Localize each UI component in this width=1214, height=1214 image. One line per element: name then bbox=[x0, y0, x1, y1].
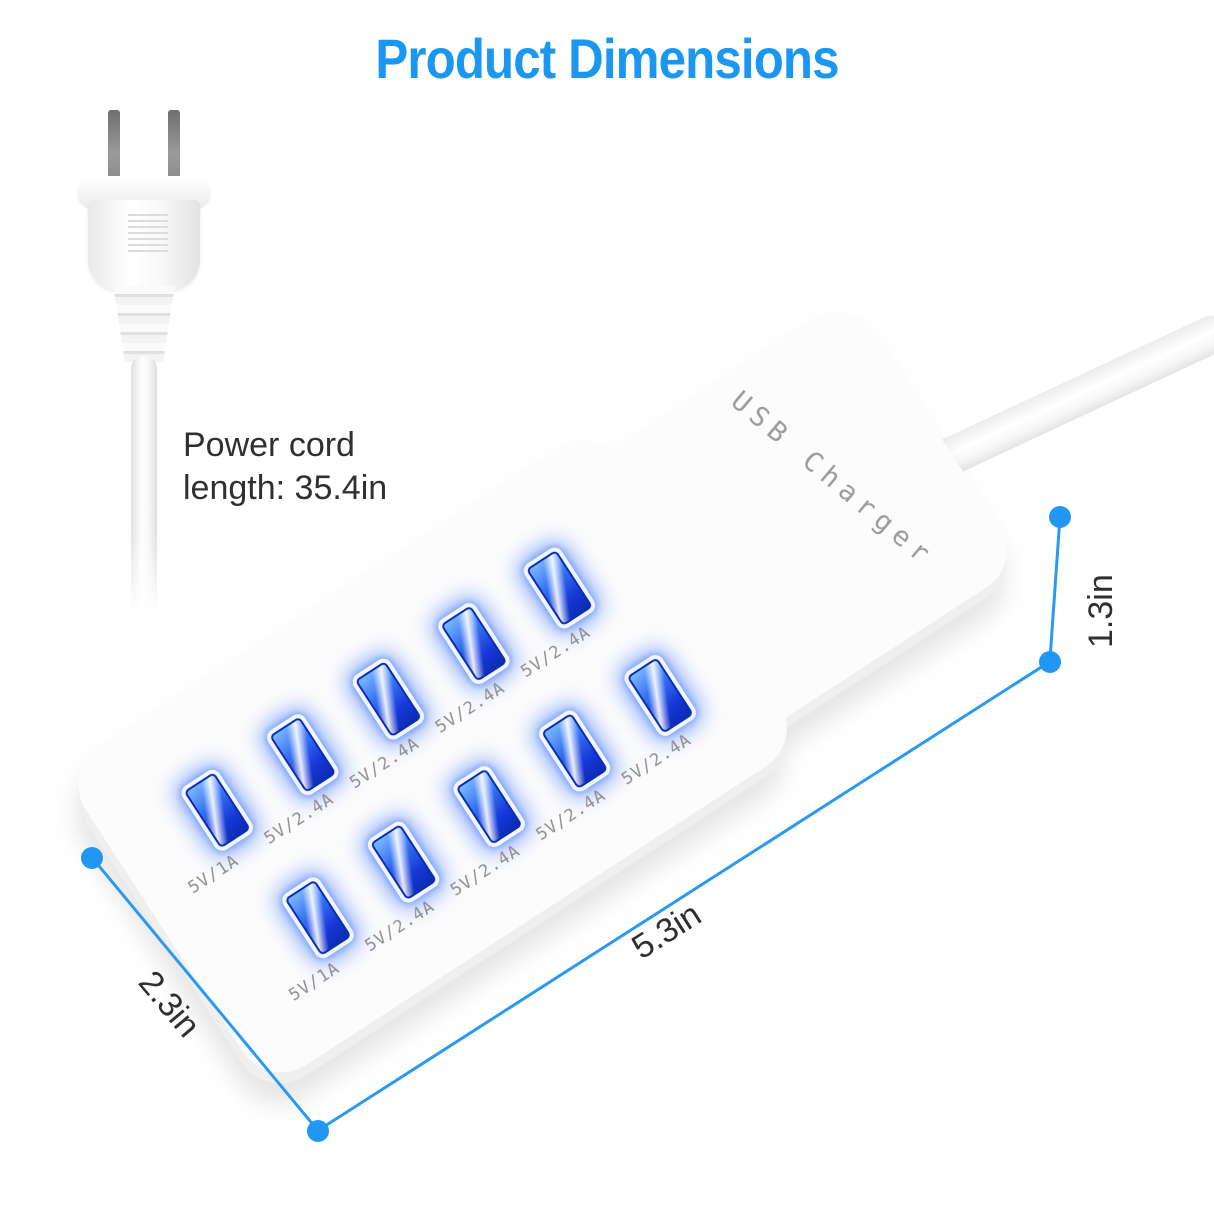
page-title: Product Dimensions bbox=[375, 27, 839, 90]
usb-charger: USB Charger 5V/1A 5V/2.4A 5V/2.4A 5V/2.4… bbox=[60, 270, 1040, 1090]
plug-body bbox=[88, 200, 200, 290]
dim-label-height: 1.3in bbox=[1082, 574, 1120, 648]
plug-prong-left bbox=[108, 110, 120, 182]
dimension-dot bbox=[81, 847, 103, 869]
plug-grip-ribs bbox=[128, 214, 168, 254]
plug-cord bbox=[131, 356, 157, 614]
power-cord-note: Power cord length: 35.4in bbox=[183, 426, 388, 507]
plug-strain-relief bbox=[113, 286, 175, 362]
power-cord bbox=[921, 309, 1214, 484]
dimension-dot bbox=[307, 1120, 329, 1142]
dimension-dot bbox=[1049, 506, 1071, 528]
dimension-line-height bbox=[1048, 516, 1062, 662]
dimension-dot bbox=[1039, 651, 1061, 673]
plug-prong-right bbox=[168, 110, 180, 182]
